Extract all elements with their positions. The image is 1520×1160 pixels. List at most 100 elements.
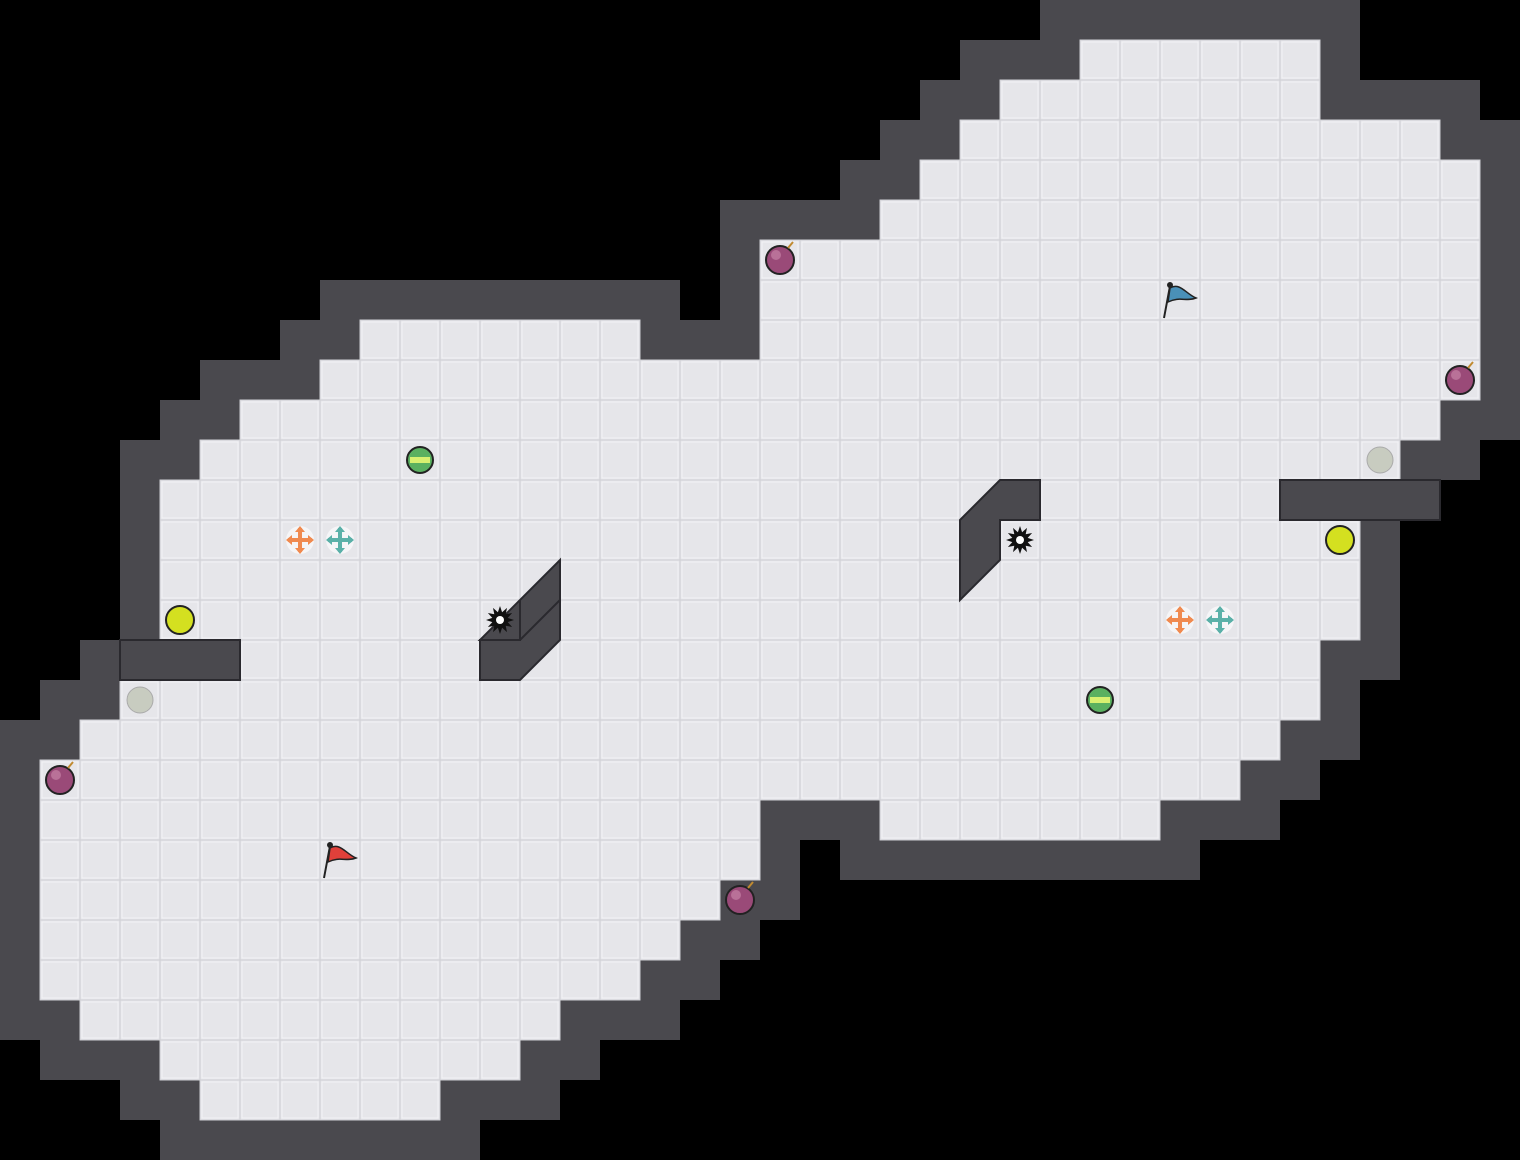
wall-tile	[1240, 760, 1280, 800]
wall-tile	[680, 960, 720, 1000]
floor-tile	[1319, 559, 1361, 601]
wall-tile	[120, 1040, 160, 1080]
floor-tile	[799, 239, 841, 281]
wall-tile	[1240, 800, 1280, 840]
floor-tile	[839, 359, 881, 401]
floor-tile	[519, 719, 561, 761]
floor-tile	[799, 479, 841, 521]
floor-tile	[559, 359, 601, 401]
floor-tile	[879, 599, 921, 641]
floor-tile	[919, 359, 961, 401]
floor-tile	[639, 479, 681, 521]
wall-tile	[560, 280, 600, 320]
wall-tile	[1280, 0, 1320, 40]
floor-tile	[1279, 319, 1321, 361]
floor-tile	[1239, 279, 1281, 321]
floor-tile	[399, 679, 441, 721]
floor-tile	[559, 679, 601, 721]
floor-tile	[1079, 359, 1121, 401]
floor-tile	[1279, 79, 1321, 121]
inner-walls-layer	[119, 479, 1441, 681]
wall-tile	[360, 280, 400, 320]
wall-tile	[1160, 800, 1200, 840]
floor-tile	[319, 399, 361, 441]
floor-tile	[1039, 159, 1081, 201]
floor-tile	[1279, 359, 1321, 401]
floor-tile	[839, 439, 881, 481]
wall-tile	[1320, 0, 1360, 40]
wall-tile	[240, 360, 280, 400]
floor-tile	[559, 919, 601, 961]
floor-tile	[759, 599, 801, 641]
yellow-button-icon	[165, 605, 195, 635]
wall-tile	[880, 840, 920, 880]
floor-tile	[519, 919, 561, 961]
floor-tile	[1439, 279, 1481, 321]
floor-tile	[239, 719, 281, 761]
floor-tile	[1079, 119, 1121, 161]
wall-tile	[160, 1080, 200, 1120]
floor-tile	[999, 439, 1041, 481]
wall-tile	[480, 1080, 520, 1120]
floor-tile	[359, 879, 401, 921]
wall-tile	[320, 1120, 360, 1160]
floor-tile	[359, 359, 401, 401]
floor-tile	[399, 959, 441, 1001]
floor-tile	[1279, 519, 1321, 561]
floor-tile	[599, 599, 641, 641]
wall-tile	[1400, 80, 1440, 120]
floor-tile	[599, 879, 641, 921]
wall-tile	[640, 960, 680, 1000]
floor-tile	[1399, 159, 1441, 201]
floor-tile	[159, 559, 201, 601]
floor-tile	[359, 399, 401, 441]
floor-tile	[599, 439, 641, 481]
bomb-icon	[1445, 361, 1475, 395]
floor-tile	[399, 319, 441, 361]
wall-tile	[320, 280, 360, 320]
floor-tile	[1159, 39, 1201, 81]
wall-tile	[440, 1080, 480, 1120]
floor-tile	[839, 279, 881, 321]
wall-tile	[360, 1120, 400, 1160]
floor-tile	[799, 519, 841, 561]
floor-tile	[1199, 279, 1241, 321]
wall-tile	[800, 200, 840, 240]
floor-tile	[199, 719, 241, 761]
wall-tile	[1440, 120, 1480, 160]
floor-tile	[1119, 759, 1161, 801]
floor-tile	[519, 439, 561, 481]
floor-tile	[479, 399, 521, 441]
floor-tile	[119, 879, 161, 921]
floor-tile	[959, 719, 1001, 761]
floor-tile	[319, 639, 361, 681]
floor-tile	[319, 599, 361, 641]
floor-tile	[1279, 39, 1321, 81]
floor-tile	[1399, 399, 1441, 441]
bomb-icon	[45, 761, 75, 795]
floor-tile	[1119, 319, 1161, 361]
floor-tile	[199, 759, 241, 801]
floor-tile	[999, 199, 1041, 241]
floor-tile	[279, 599, 321, 641]
bomb-icon	[725, 881, 755, 915]
floor-tile	[199, 599, 241, 641]
blue-flag-icon	[1163, 282, 1199, 319]
floor-tile	[79, 719, 121, 761]
floor-tile	[319, 1079, 361, 1121]
blue-boost-icon	[326, 526, 354, 554]
red-boost-icon	[1166, 606, 1194, 634]
floor-tile	[599, 639, 641, 681]
floor-tile	[799, 439, 841, 481]
floor-tile	[239, 439, 281, 481]
floor-tile	[519, 519, 561, 561]
floor-tile	[159, 999, 201, 1041]
floor-tile	[279, 759, 321, 801]
wall-tile	[1000, 840, 1040, 880]
floor-tile	[1199, 559, 1241, 601]
floor-tile	[1319, 279, 1361, 321]
floor-tile	[1079, 239, 1121, 281]
floor-tile	[319, 759, 361, 801]
floor-tile	[1279, 639, 1321, 681]
